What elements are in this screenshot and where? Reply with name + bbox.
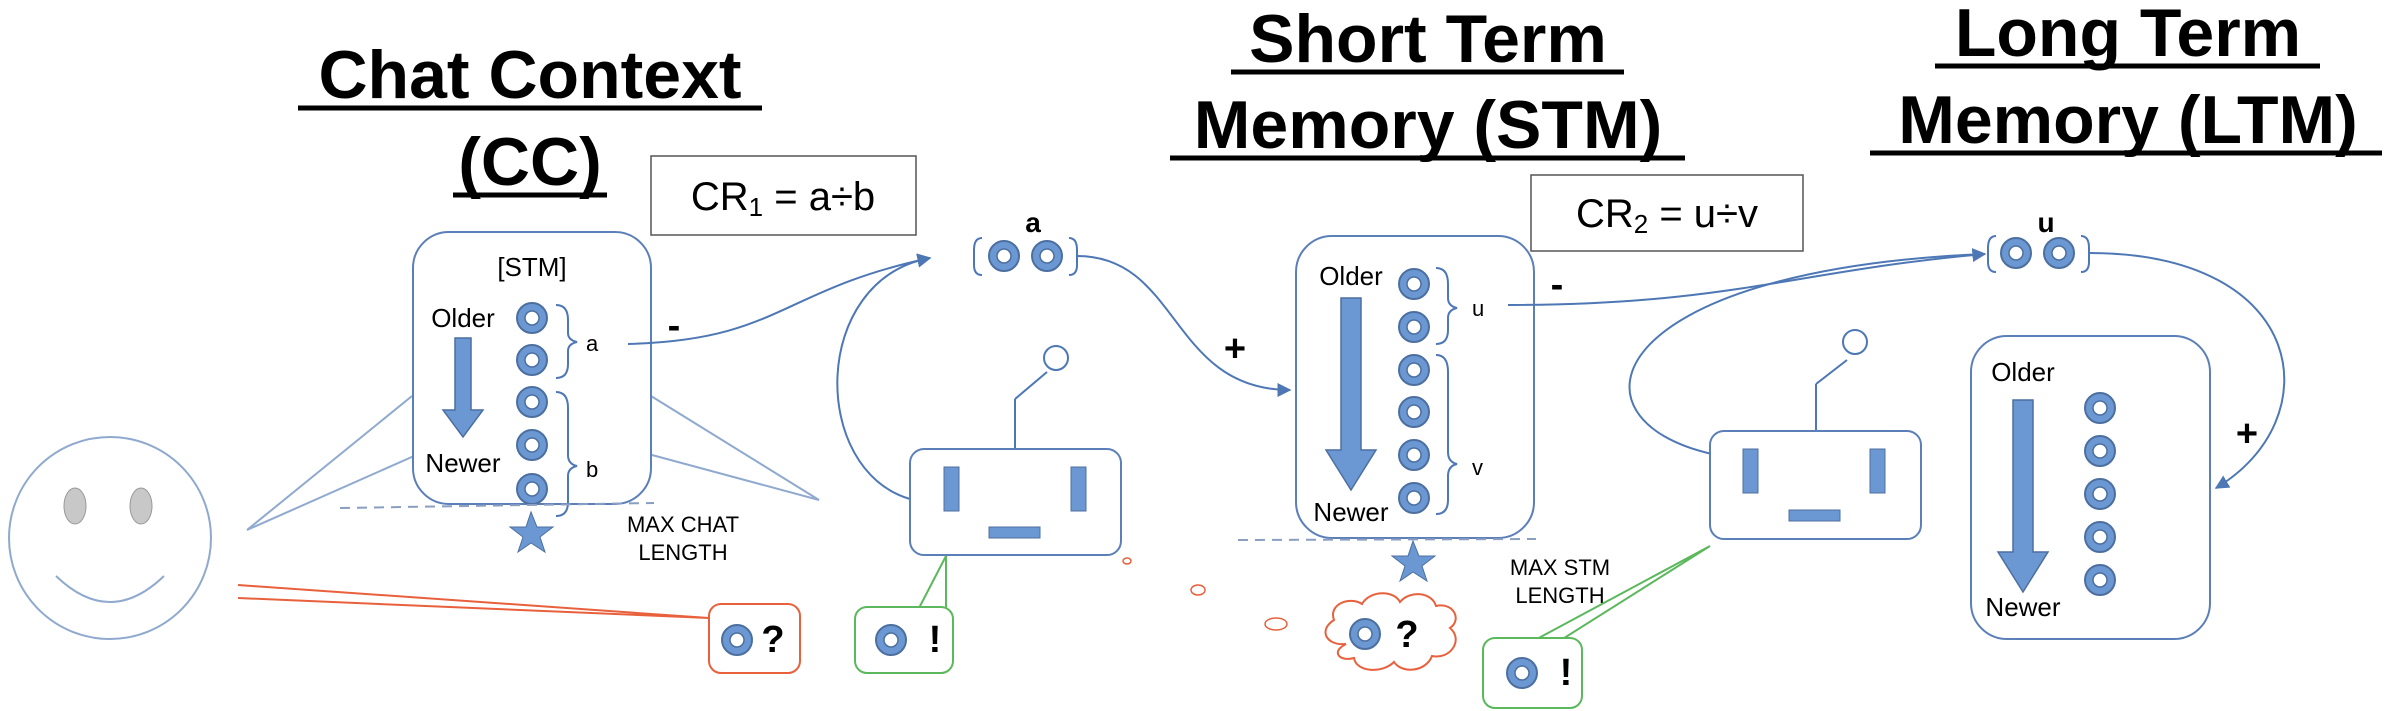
cc-message-token [516, 429, 548, 461]
cc-title-line2: (CC) [458, 124, 602, 200]
cc-older-label: Older [431, 303, 495, 333]
cc-bubble-tail-right [650, 395, 820, 501]
cr2-formula: CR2 = u÷v [1576, 192, 1758, 239]
cc-message-token [516, 302, 548, 334]
cc-title-line1: Chat Context [318, 37, 741, 113]
stm-message-token [1398, 311, 1430, 343]
cc-newer-label: Newer [425, 448, 500, 478]
stm-brace-u [1435, 267, 1458, 345]
summary-a: a [973, 207, 1078, 276]
stm-message-token [1398, 482, 1430, 514]
cr1-formula: CR1 = a÷b [691, 175, 875, 222]
cc-brace-b [555, 391, 578, 517]
cc-group-a-label: a [586, 331, 599, 356]
stm-message-token [1398, 354, 1430, 386]
cc-down-arrow-icon [441, 337, 485, 439]
user-question-bubble: ? [708, 603, 801, 674]
cc-brace-a [555, 304, 578, 379]
sign-minus-1: - [668, 305, 681, 347]
ltm-title-line1: Long Term [1955, 0, 2301, 71]
user-smiley-icon [8, 436, 212, 640]
cc-message-token [516, 386, 548, 418]
bot-1-icon [909, 345, 1122, 556]
stm-brace-v [1435, 354, 1458, 515]
sign-minus-2: - [1551, 264, 1564, 306]
ltm-title: Long Term Memory (LTM) [1870, 0, 2382, 158]
bot2-to-summary-u-line [1628, 253, 1986, 455]
stm-title-line2: Memory (STM) [1194, 87, 1662, 163]
stm-message-token [1398, 268, 1430, 300]
stm-max-length-line [1237, 538, 1537, 541]
summary-a-to-stm-line [1076, 255, 1292, 397]
summary-a-label: a [1025, 207, 1041, 238]
stm-limit-label-2: LENGTH [1515, 583, 1604, 608]
cc-to-summary-a-line [627, 253, 932, 345]
bot1-bubble-tail [917, 555, 947, 611]
sign-plus-1: + [1224, 328, 1246, 370]
ltm-box: Older Newer [1970, 335, 2211, 640]
ltm-message-token [2084, 435, 2116, 467]
sign-plus-2: + [2236, 413, 2258, 455]
thought-question-cloud: ? [1324, 592, 1457, 671]
thought-question-mark: ? [1395, 614, 1418, 656]
bot2-bubble-tail [1534, 545, 1711, 641]
thought-dot-small [1122, 557, 1132, 565]
bot1-exclaim-mark: ! [929, 619, 942, 661]
cc-bubble-tail [246, 395, 415, 531]
thought-dot-large [1264, 617, 1288, 631]
stm-group-u-label: u [1472, 296, 1484, 321]
stm-message-token [1398, 439, 1430, 471]
stm-newer-label: Newer [1313, 497, 1388, 527]
bot-2-icon [1709, 329, 1922, 540]
thought-dot-medium [1190, 584, 1206, 596]
cc-limit-star-icon [508, 510, 555, 554]
ltm-message-token [2084, 564, 2116, 596]
stm-to-summary-u-line [1507, 248, 1987, 306]
stm-box: Older Newer u v [1295, 235, 1535, 539]
ltm-down-arrow-icon [1996, 399, 2050, 594]
ltm-newer-label: Newer [1985, 592, 2060, 622]
stm-down-arrow-icon [1324, 297, 1378, 492]
summary-u-to-ltm-line [2088, 252, 2286, 489]
cc-max-length-line [339, 502, 655, 509]
cr1-box: CR1 = a÷b [650, 155, 917, 236]
ltm-message-token [2084, 521, 2116, 553]
summary-u: u [1987, 207, 2090, 273]
user-question-mark: ? [761, 619, 784, 661]
bot2-exclaim-mark: ! [1560, 652, 1573, 694]
cc-message-token [516, 344, 548, 376]
stm-message-token [1398, 396, 1430, 428]
cc-stm-header: [STM] [497, 252, 566, 282]
cr2-box: CR2 = u÷v [1530, 174, 1804, 252]
cc-limit-label-2: LENGTH [638, 540, 727, 565]
stm-limit-star-icon [1390, 539, 1437, 583]
stm-title: Short Term Memory (STM) [1170, 1, 1685, 163]
stm-limit-label-1: MAX STM [1510, 555, 1610, 580]
ltm-older-label: Older [1991, 357, 2055, 387]
cc-title: Chat Context (CC) [298, 37, 762, 200]
bot1-to-summary-a-line [836, 253, 932, 500]
user-bubble-tail [237, 584, 710, 619]
ltm-message-token [2084, 392, 2116, 424]
stm-title-line1: Short Term [1249, 1, 1607, 77]
bot2-exclaim-bubble: ! [1482, 637, 1583, 709]
stm-older-label: Older [1319, 261, 1383, 291]
ltm-title-line2: Memory (LTM) [1898, 82, 2358, 158]
chat-context-box: [STM] Older Newer a b [412, 231, 652, 517]
ltm-message-token [2084, 478, 2116, 510]
cc-message-token [516, 473, 548, 505]
stm-group-v-label: v [1472, 455, 1483, 480]
cc-limit-label-1: MAX CHAT [627, 512, 739, 537]
summary-u-label: u [2037, 207, 2054, 238]
cc-group-b-label: b [586, 457, 598, 482]
bot1-exclaim-bubble: ! [854, 606, 954, 674]
